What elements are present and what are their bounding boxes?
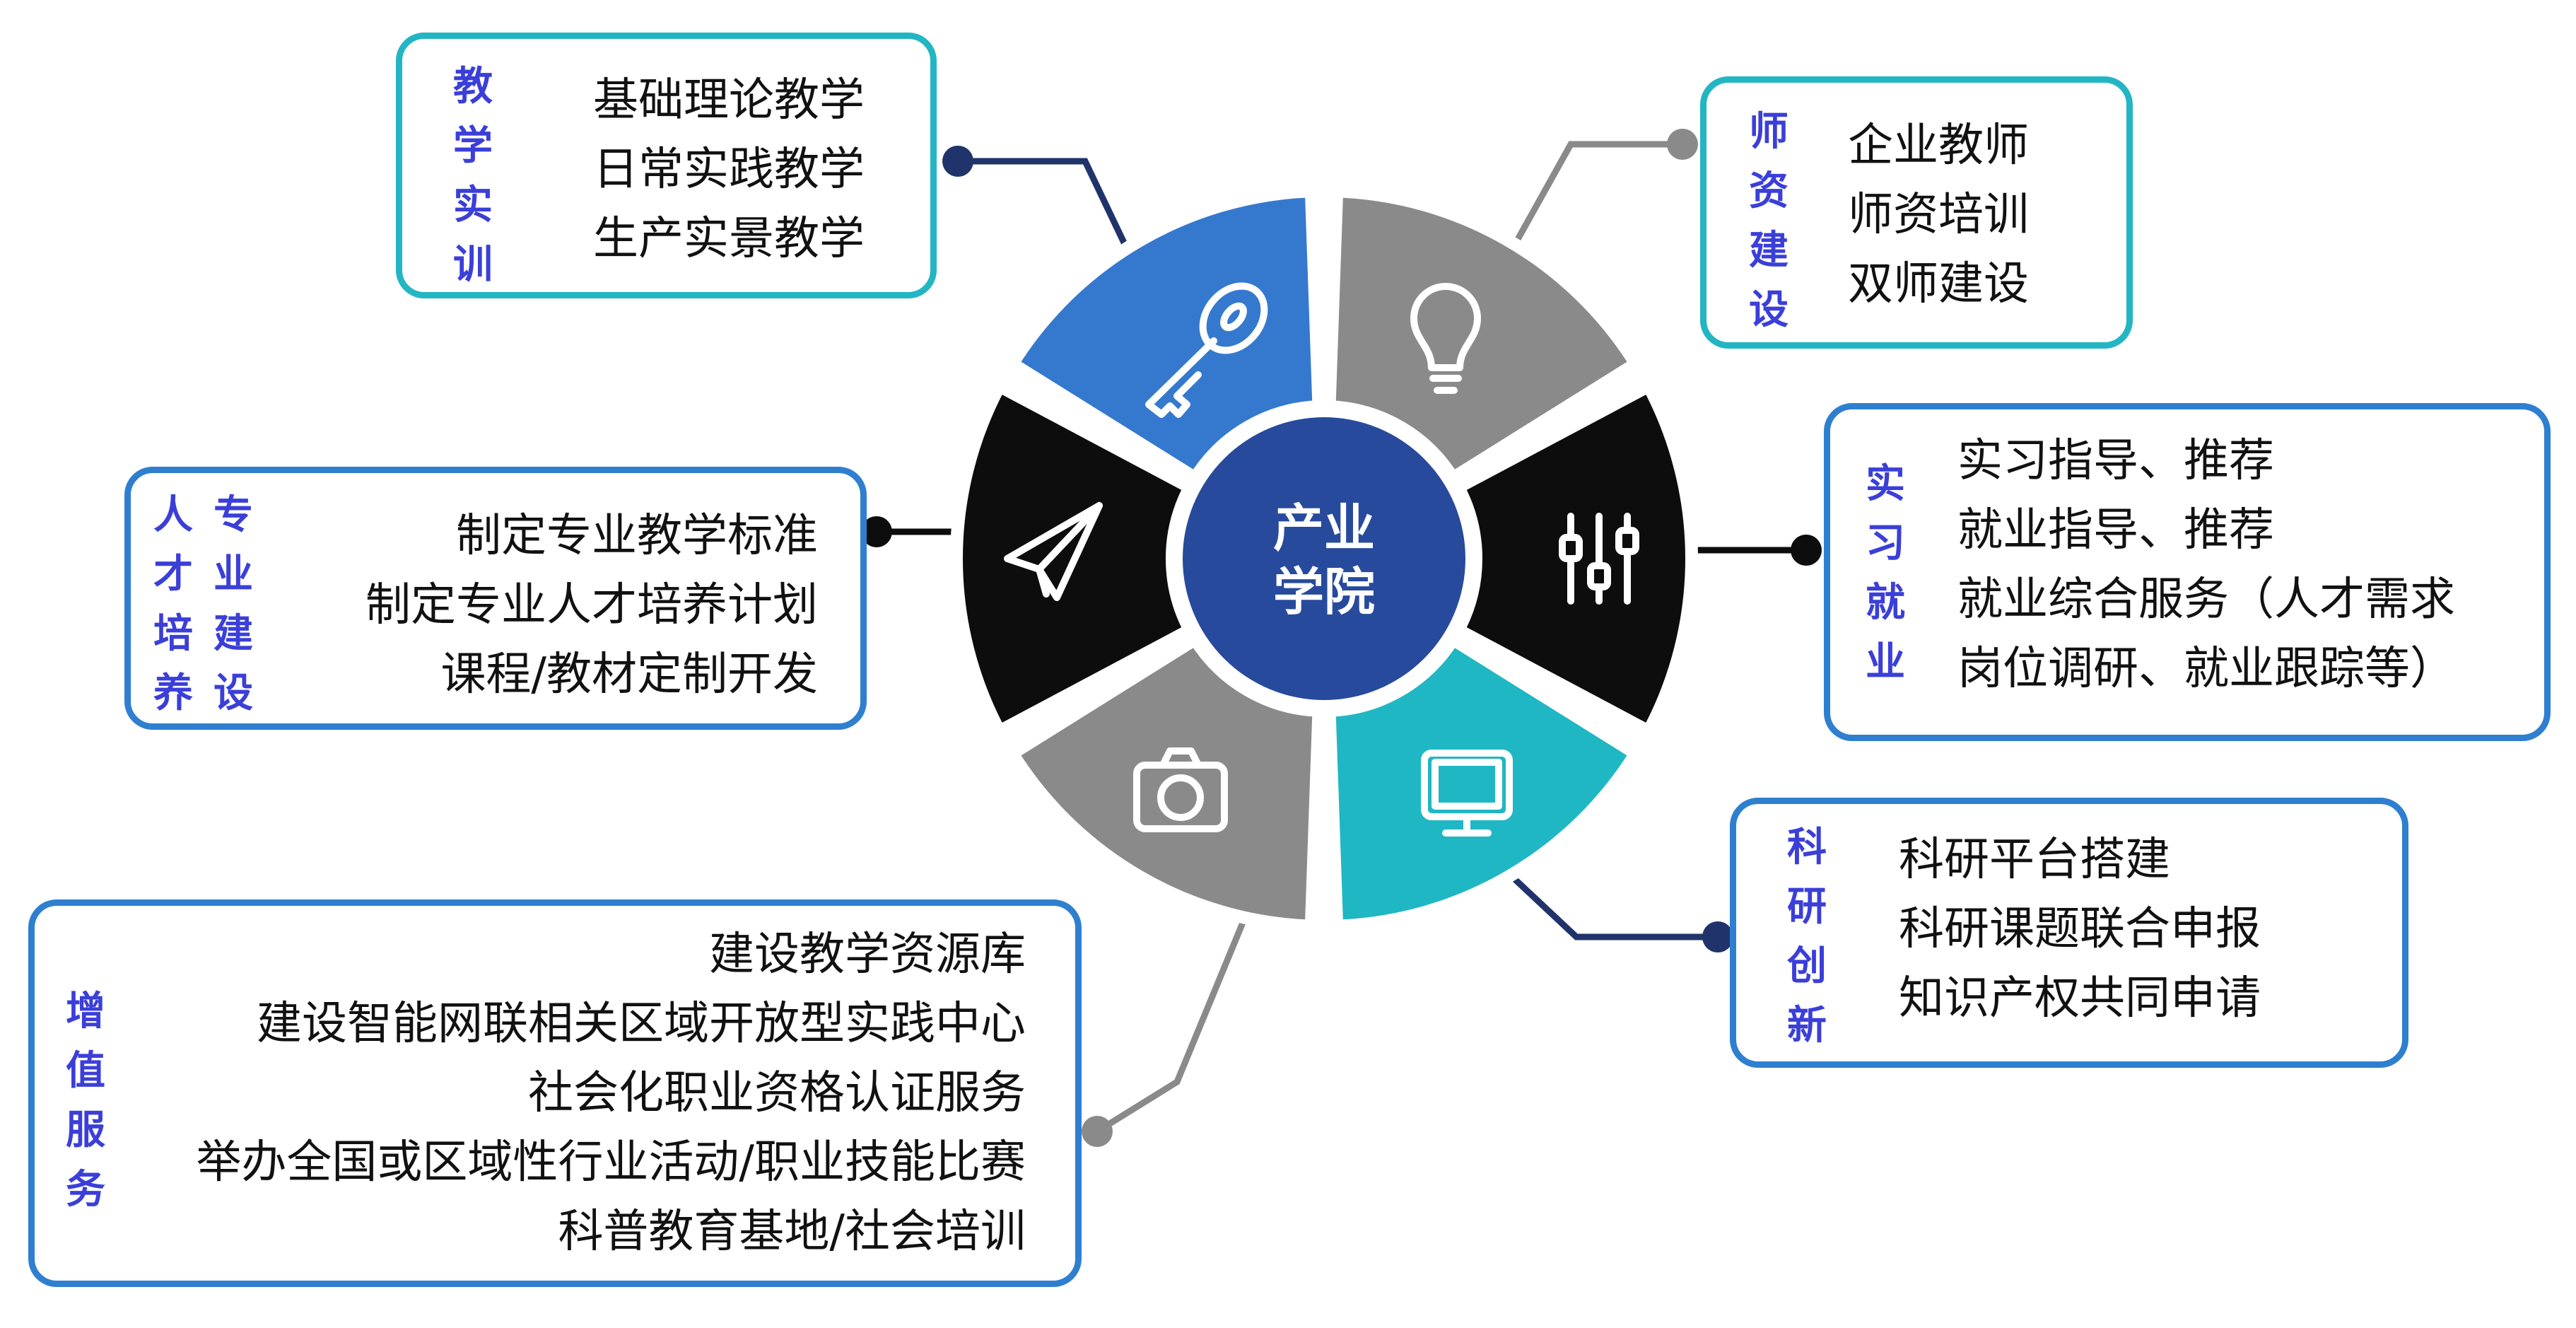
box-teachers: 师 资 建 设 企业教师 师资培训 双师建设	[1700, 76, 2133, 349]
title-char: 值	[66, 1048, 105, 1094]
box-teaching: 教 学 实 训 基础理论教学 日常实践教学 生产实景教学	[396, 33, 937, 298]
center-label-line1: 产业	[1273, 499, 1375, 558]
center-circle	[1183, 417, 1465, 700]
key-icon	[1145, 282, 1268, 418]
title-char: 资	[1749, 168, 1788, 214]
title-char: 训	[453, 242, 493, 288]
list-item: 科普教育基地/社会培训	[558, 1206, 1026, 1258]
list-item: 师资培训	[1848, 189, 2029, 241]
sliders-icon	[1559, 513, 1639, 605]
list-item: 科研平台搭建	[1899, 834, 2170, 886]
items-research: 科研平台搭建 科研课题联合申报 知识产权共同申请	[1899, 825, 2261, 1033]
list-item: 课程/教材定制开发	[440, 648, 818, 701]
box-internship: 实 习 就 业 实习指导、推荐 就业指导、推荐 就业综合服务（人才需求 岗位调研…	[1824, 403, 2551, 741]
list-item: 生产实景教学	[593, 213, 865, 265]
list-item: 建设教学资源库	[709, 928, 1026, 981]
title-char: 设	[213, 670, 253, 716]
items-internship: 实习指导、推荐 就业指导、推荐 就业综合服务（人才需求 岗位调研、就业跟踪等）	[1957, 426, 2455, 704]
title-talent-col1: 人 才 培 养	[145, 486, 201, 723]
items-services: 建设教学资源库 建设智能网联相关区域开放型实践中心 社会化职业资格认证服务 举办…	[196, 920, 1026, 1266]
list-item: 科研课题联合申报	[1899, 903, 2261, 955]
title-char: 科	[1787, 825, 1827, 870]
title-char: 习	[1866, 520, 1905, 566]
title-char: 师	[1749, 109, 1788, 155]
title-char: 务	[66, 1167, 105, 1213]
title-char: 养	[153, 670, 193, 716]
list-item: 基础理论教学	[593, 74, 865, 127]
connector-research	[1506, 871, 1718, 940]
connector-dot-teachers	[1667, 129, 1698, 160]
lightbulb-icon	[1410, 283, 1481, 394]
title-char: 建	[1749, 228, 1788, 274]
connector-dot-services	[1082, 1116, 1113, 1147]
list-item: 就业综合服务（人才需求	[1957, 573, 2455, 626]
box-services: 增 值 服 务 建设教学资源库 建设智能网联相关区域开放型实践中心 社会化职业资…	[28, 899, 1082, 1287]
items-talent: 制定专业教学标准 制定专业人才培养计划 课程/教材定制开发	[365, 501, 818, 709]
paper-plane-icon	[1004, 502, 1103, 601]
title-char: 实	[1866, 461, 1905, 507]
box-research: 科 研 创 新 科研平台搭建 科研课题联合申报 知识产权共同申请	[1730, 798, 2408, 1068]
title-char: 业	[1866, 639, 1905, 685]
list-item: 制定专业教学标准	[456, 510, 818, 562]
list-item: 知识产权共同申请	[1899, 972, 2261, 1025]
title-char: 才	[153, 552, 193, 598]
list-item: 双师建设	[1848, 258, 2029, 310]
camera-icon	[1133, 747, 1228, 832]
title-talent-col2: 专 业 建 设	[205, 486, 262, 723]
box-talent: 人 才 培 养 专 业 建 设 制定专业教学标准 制定专业人才培养计划 课程/教…	[124, 467, 867, 730]
title-char: 业	[213, 552, 253, 598]
wheel-segment-teachers	[1323, 185, 1642, 485]
title-char: 专	[213, 492, 253, 538]
list-item: 社会化职业资格认证服务	[528, 1067, 1026, 1119]
title-char: 就	[1866, 580, 1905, 626]
title-char: 学	[453, 123, 493, 169]
title-char: 建	[213, 611, 253, 657]
list-item: 举办全国或区域性行业活动/职业技能比赛	[196, 1136, 1026, 1189]
list-item: 就业指导、推荐	[1957, 504, 2274, 557]
title-teachers: 师 资 建 设	[1740, 103, 1797, 340]
list-item: 岗位调研、就业跟踪等）	[1957, 643, 2455, 695]
title-char: 人	[153, 492, 193, 538]
center-label-line2: 学院	[1273, 562, 1375, 622]
items-teachers: 企业教师 师资培训 双师建设	[1848, 111, 2029, 319]
connector-teaching	[958, 158, 1133, 256]
list-item: 建设智能网联相关区域开放型实践中心	[257, 998, 1026, 1050]
title-char: 实	[453, 182, 493, 228]
title-services: 增 值 服 务	[57, 982, 114, 1220]
monitor-icon	[1421, 750, 1513, 837]
title-char: 创	[1787, 943, 1827, 989]
connector-dot-research	[1702, 921, 1733, 953]
wheel-segment-teaching	[1006, 185, 1325, 485]
connector-dot-talent	[861, 516, 892, 547]
connector-services	[1095, 918, 1248, 1134]
title-research: 科 研 创 新	[1779, 818, 1835, 1056]
items-teaching: 基础理论教学 日常实践教学 生产实景教学	[593, 66, 865, 274]
title-char: 培	[153, 611, 193, 657]
list-item: 制定专业人才培养计划	[365, 579, 818, 631]
list-item: 企业教师	[1848, 120, 2029, 172]
connector-dot-teaching	[942, 146, 973, 177]
title-char: 教	[453, 64, 493, 110]
list-item: 日常实践教学	[593, 144, 865, 196]
connector-dot-internship	[1791, 535, 1822, 566]
title-char: 设	[1749, 287, 1788, 333]
title-teaching: 教 学 实 训	[445, 57, 501, 295]
list-item: 实习指导、推荐	[1957, 435, 2274, 487]
title-char: 增	[66, 989, 105, 1035]
title-char: 研	[1787, 884, 1827, 930]
title-char: 服	[66, 1107, 105, 1153]
title-internship: 实 习 就 业	[1857, 455, 1914, 692]
title-char: 新	[1787, 1003, 1827, 1049]
wheel-segment-research	[1323, 632, 1642, 933]
connector-teachers	[1506, 141, 1682, 257]
